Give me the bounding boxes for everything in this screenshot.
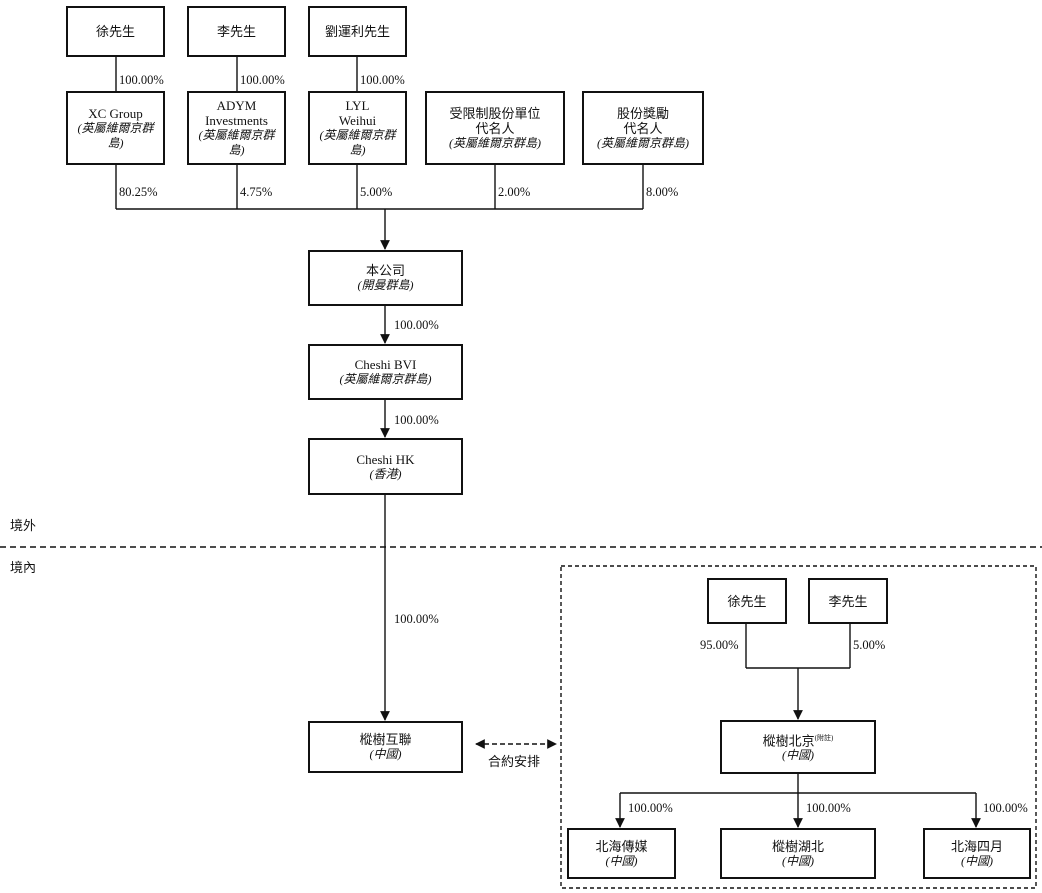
node-xc-group: XC Group (英屬維爾京群島) bbox=[66, 91, 165, 165]
node-label: 李先生 bbox=[216, 24, 256, 39]
pct-xc-company: 80.25% bbox=[119, 185, 158, 199]
zone-label-offshore: 境外 bbox=[10, 518, 37, 533]
pct-opco-sub3: 100.00% bbox=[983, 801, 1028, 815]
node-label: 股份獎勵 bbox=[616, 105, 669, 121]
pct-hk-wfoe: 100.00% bbox=[394, 612, 439, 626]
pct-company-bvi: 100.00% bbox=[394, 318, 439, 332]
zone-label-onshore: 境內 bbox=[10, 560, 37, 575]
node-mr-liu: 劉運利先生 bbox=[308, 6, 407, 57]
pct-opco-sub1: 100.00% bbox=[628, 801, 673, 815]
node-jurisdiction: (英屬維爾京群島) bbox=[597, 135, 689, 150]
pct-rsu-company: 2.00% bbox=[498, 185, 531, 199]
pct-xu-opco: 95.00% bbox=[700, 638, 739, 652]
node-cheshi-bvi: Cheshi BVI (英屬維爾京群島) bbox=[308, 344, 463, 400]
node-lyl-weihui: LYL Weihui (英屬維爾京群島) bbox=[308, 91, 407, 165]
node-jurisdiction: (中國) bbox=[961, 853, 993, 868]
node-opco-beijing: 樅樹北京(附註) (中國) bbox=[720, 720, 876, 774]
pct-adym-company: 4.75% bbox=[240, 185, 273, 199]
node-wfoe: 樅樹互聯 (中國) bbox=[308, 721, 463, 773]
node-mr-li: 李先生 bbox=[187, 6, 286, 57]
node-jurisdiction: (英屬維爾京群島) bbox=[77, 120, 154, 150]
pct-lyl-company: 5.00% bbox=[360, 185, 393, 199]
node-label: 劉運利先生 bbox=[324, 24, 390, 39]
node-label: 李先生 bbox=[828, 593, 868, 609]
node-label: ADYM bbox=[216, 98, 257, 113]
node-label: 受限制股份單位 bbox=[449, 105, 541, 121]
node-label: 樅樹互聯 bbox=[359, 732, 412, 747]
node-label: 北海四月 bbox=[950, 838, 1003, 854]
node-jurisdiction: (英屬維爾京群島) bbox=[449, 135, 541, 150]
contractual-arrangement-label: 合約安排 bbox=[488, 754, 541, 769]
node-jurisdiction: (中國) bbox=[369, 747, 402, 761]
pct-li-opco: 5.00% bbox=[853, 638, 886, 652]
pct-liu-lyl: 100.00% bbox=[360, 73, 405, 87]
pct-bvi-hk: 100.00% bbox=[394, 413, 439, 427]
node-vie-mr-xu: 徐先生 bbox=[707, 578, 787, 624]
node-company: 本公司 (開曼群島) bbox=[308, 250, 463, 306]
node-label: 樅樹北京(附註) bbox=[763, 731, 834, 748]
node-label: Cheshi BVI bbox=[354, 357, 417, 372]
node-rsu-nominee: 受限制股份單位 代名人 (英屬維爾京群島) bbox=[425, 91, 565, 165]
node-label: Cheshi HK bbox=[356, 451, 415, 467]
node-jurisdiction: (中國) bbox=[782, 748, 814, 763]
node-cheshi-hk: Cheshi HK (香港) bbox=[308, 438, 463, 495]
pct-li-adym: 100.00% bbox=[240, 73, 285, 87]
opco-note-marker: (附註) bbox=[814, 733, 834, 742]
node-label: 徐先生 bbox=[727, 593, 767, 609]
node-jurisdiction: (中國) bbox=[605, 853, 638, 868]
opco-name: 樅樹北京 bbox=[762, 733, 815, 749]
node-share-incentive-nominee: 股份獎勵 代名人 (英屬維爾京群島) bbox=[582, 91, 704, 165]
pct-incentive-company: 8.00% bbox=[646, 185, 679, 199]
node-zongshu-hubei: 樅樹湖北 (中國) bbox=[720, 828, 876, 879]
node-jurisdiction: (英屬維爾京群島) bbox=[339, 372, 432, 386]
pct-xu-xc: 100.00% bbox=[119, 73, 164, 87]
node-label: Weihui bbox=[338, 113, 377, 128]
node-mr-xu: 徐先生 bbox=[66, 6, 165, 57]
node-beihai-april: 北海四月 (中國) bbox=[923, 828, 1031, 879]
node-label: 本公司 bbox=[365, 263, 405, 278]
node-label: 代名人 bbox=[623, 120, 663, 136]
node-vie-mr-li: 李先生 bbox=[808, 578, 888, 624]
node-label: 樅樹湖北 bbox=[771, 838, 824, 854]
node-jurisdiction: (開曼群島) bbox=[357, 278, 414, 292]
node-label: 徐先生 bbox=[95, 24, 135, 39]
node-label: Investments bbox=[205, 113, 268, 128]
node-label: LYL bbox=[345, 98, 370, 113]
pct-opco-sub2: 100.00% bbox=[806, 801, 851, 815]
node-label: 北海傳媒 bbox=[595, 838, 648, 854]
node-label: 代名人 bbox=[475, 120, 515, 136]
node-label: XC Group bbox=[88, 105, 143, 121]
node-jurisdiction: (英屬維爾京群島) bbox=[198, 128, 275, 157]
node-adym-investments: ADYM Investments (英屬維爾京群島) bbox=[187, 91, 286, 165]
node-beihai-media: 北海傳媒 (中國) bbox=[567, 828, 676, 879]
node-jurisdiction: (香港) bbox=[369, 466, 402, 481]
node-jurisdiction: (英屬維爾京群島) bbox=[319, 128, 396, 157]
node-jurisdiction: (中國) bbox=[782, 853, 814, 868]
